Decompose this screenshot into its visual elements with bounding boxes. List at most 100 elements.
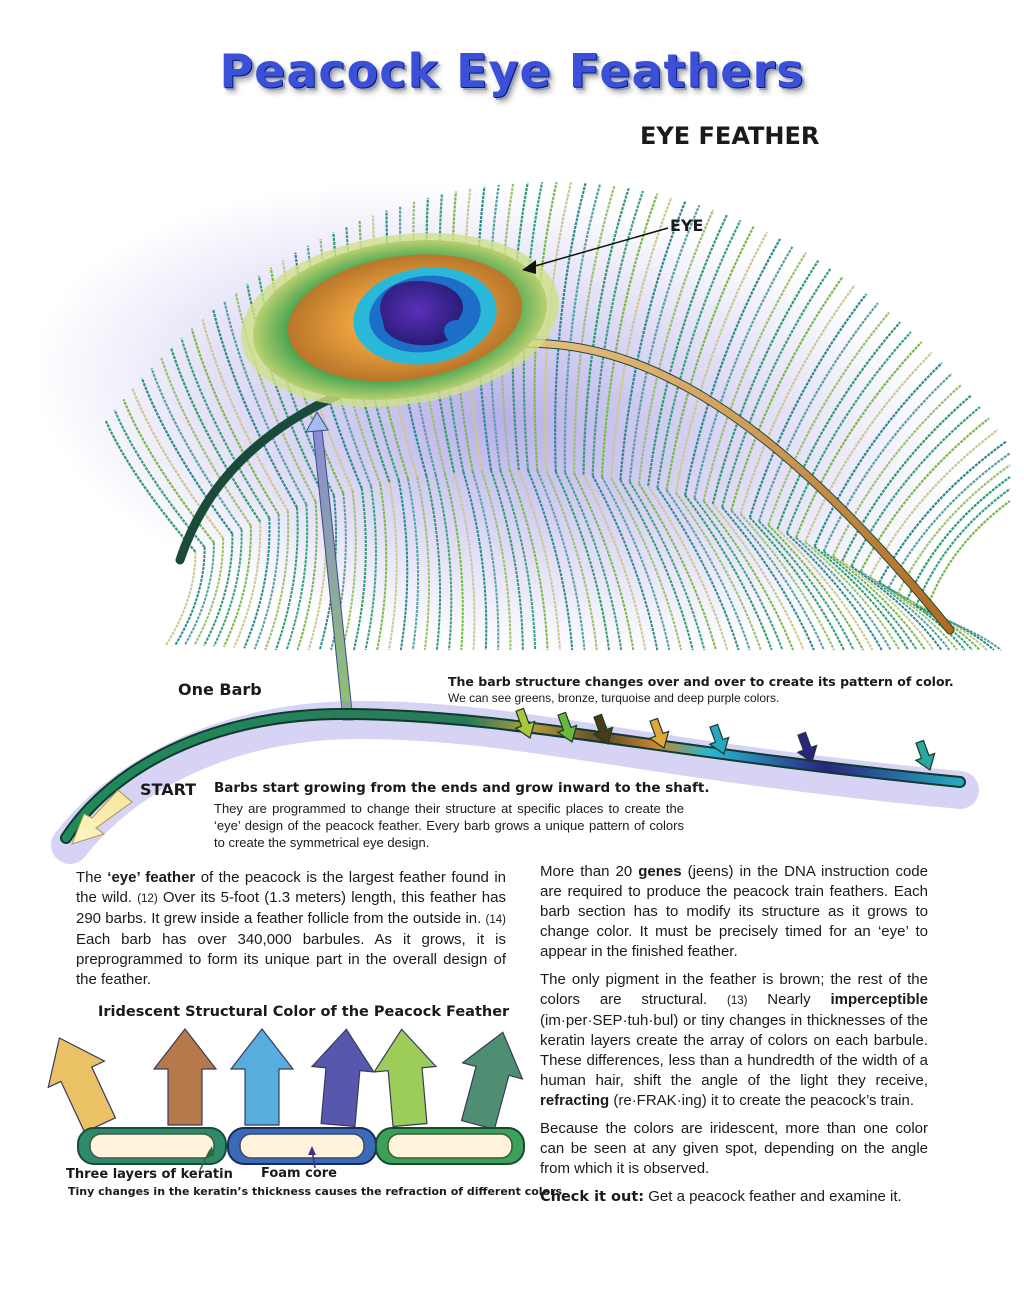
barb-line bbox=[234, 292, 317, 502]
barb-line bbox=[564, 472, 623, 651]
barb-line bbox=[730, 509, 825, 651]
barb-line bbox=[397, 480, 409, 651]
foam-core-label: Foam core bbox=[261, 1166, 337, 1181]
check-it-text: Get a peacock feather and examine it. bbox=[644, 1188, 902, 1205]
left-para-bold: ‘eye’ feather bbox=[107, 869, 196, 886]
barb-line bbox=[693, 497, 784, 651]
barb-line bbox=[140, 378, 234, 535]
color-change-arrow bbox=[708, 723, 730, 755]
barb-line bbox=[794, 341, 923, 539]
barb-line bbox=[180, 337, 271, 519]
light-refraction-arrow bbox=[310, 1028, 375, 1128]
barb-line bbox=[850, 406, 981, 567]
barb-line bbox=[610, 196, 673, 479]
barb-line bbox=[131, 388, 224, 539]
barb-line bbox=[104, 420, 197, 553]
color-change-arrow bbox=[796, 731, 818, 763]
barb-line bbox=[804, 541, 901, 651]
left-para-text-2: of the peacock is the largest feather fo… bbox=[76, 869, 506, 906]
barb-line bbox=[619, 200, 687, 481]
barb-line bbox=[832, 555, 927, 651]
barb-pointer-head bbox=[305, 411, 329, 433]
barb-line bbox=[582, 474, 647, 651]
barb-line bbox=[674, 231, 769, 493]
eye-pointer-line bbox=[527, 227, 669, 269]
barb-line bbox=[600, 193, 659, 478]
barb-line bbox=[711, 260, 820, 505]
barb-line bbox=[860, 570, 951, 651]
eye-spot bbox=[241, 232, 559, 408]
barb-line bbox=[813, 362, 943, 548]
light-refraction-arrow bbox=[460, 1031, 524, 1131]
color-change-arrows bbox=[514, 707, 936, 771]
barb-line bbox=[776, 528, 874, 651]
pigment-ref: (13) bbox=[727, 995, 748, 1007]
barb-line bbox=[554, 183, 587, 472]
color-change-arrow bbox=[556, 711, 578, 743]
barb-line bbox=[517, 469, 561, 651]
barb-line bbox=[739, 513, 835, 651]
barb-line bbox=[610, 477, 683, 651]
one-barb-label: One Barb bbox=[178, 680, 262, 699]
barb-line bbox=[684, 494, 773, 651]
pigment-text-3: (im·per·SEP·tuh·bul) or tiny changes in … bbox=[540, 1012, 928, 1089]
barb-line bbox=[274, 507, 299, 651]
barb-line bbox=[296, 501, 318, 651]
barb-line bbox=[619, 479, 694, 651]
foam-core-3 bbox=[387, 1133, 513, 1159]
genes-bold: genes bbox=[638, 863, 682, 880]
barb-line bbox=[330, 492, 347, 651]
barb-change-title: The barb structure changes over and over… bbox=[448, 674, 954, 689]
barb-line bbox=[637, 209, 715, 484]
refracting-bold: refracting bbox=[540, 1092, 610, 1109]
barb-line bbox=[712, 503, 805, 651]
barb-line bbox=[786, 532, 883, 651]
barb-line bbox=[841, 560, 935, 651]
keratin-layers bbox=[77, 1127, 525, 1165]
barb-line bbox=[170, 347, 262, 523]
barb-line bbox=[416, 476, 430, 651]
imperceptible-bold: imperceptible bbox=[830, 991, 928, 1008]
barb-line bbox=[675, 492, 762, 651]
barb-change-text: We can see greens, bronze, turquoise and… bbox=[448, 691, 780, 705]
keratin-label: Three layers of keratin bbox=[66, 1167, 233, 1182]
pigment-text-2: Nearly bbox=[747, 991, 831, 1008]
iridescent-arrows bbox=[47, 1028, 524, 1133]
color-change-arrow bbox=[592, 713, 614, 745]
barb-line bbox=[246, 283, 326, 499]
barb-line bbox=[758, 520, 855, 651]
barb-line bbox=[813, 545, 910, 651]
barbs-start-title: Barbs start growing from the ends and gr… bbox=[214, 780, 710, 796]
left-para-text-4: Each barb has over 340,000 barbules. As … bbox=[76, 931, 506, 988]
barb-line bbox=[563, 184, 601, 473]
barb-line bbox=[233, 521, 262, 648]
barb-line bbox=[776, 321, 901, 530]
barb-line bbox=[508, 469, 549, 651]
left-para-text-3: Over its 5-foot (1.3 meters) length, thi… bbox=[76, 889, 506, 927]
barb-line bbox=[573, 185, 616, 474]
barb-line bbox=[702, 252, 807, 502]
check-it-lead: Check it out: bbox=[540, 1189, 645, 1205]
barb-line bbox=[253, 514, 280, 650]
barb-line bbox=[841, 394, 972, 562]
pigment-paragraph: The only pigment in the feather is brown… bbox=[540, 970, 928, 1111]
barb-line bbox=[656, 487, 740, 651]
start-label: START bbox=[140, 780, 197, 799]
eye-label: EYE bbox=[670, 216, 704, 235]
barb-line bbox=[924, 500, 1011, 613]
barb-line bbox=[352, 488, 367, 651]
barb-line bbox=[341, 490, 357, 651]
barb-line bbox=[832, 383, 963, 557]
foam-core-1 bbox=[89, 1133, 215, 1159]
light-refraction-arrow bbox=[229, 1028, 295, 1126]
left-para-text-1: The bbox=[76, 869, 108, 886]
barb-line bbox=[591, 190, 645, 476]
barb-line bbox=[823, 550, 918, 651]
barb-line bbox=[693, 245, 794, 499]
barb-line bbox=[647, 214, 728, 486]
color-change-arrow bbox=[648, 717, 670, 749]
barb-line bbox=[190, 328, 280, 515]
pigment-text-1: The only pigment in the feather is brown… bbox=[540, 971, 928, 1008]
eye-pointer-head bbox=[522, 260, 536, 274]
genes-text-2: (jeens) in the DNA instruction code are … bbox=[540, 863, 928, 960]
